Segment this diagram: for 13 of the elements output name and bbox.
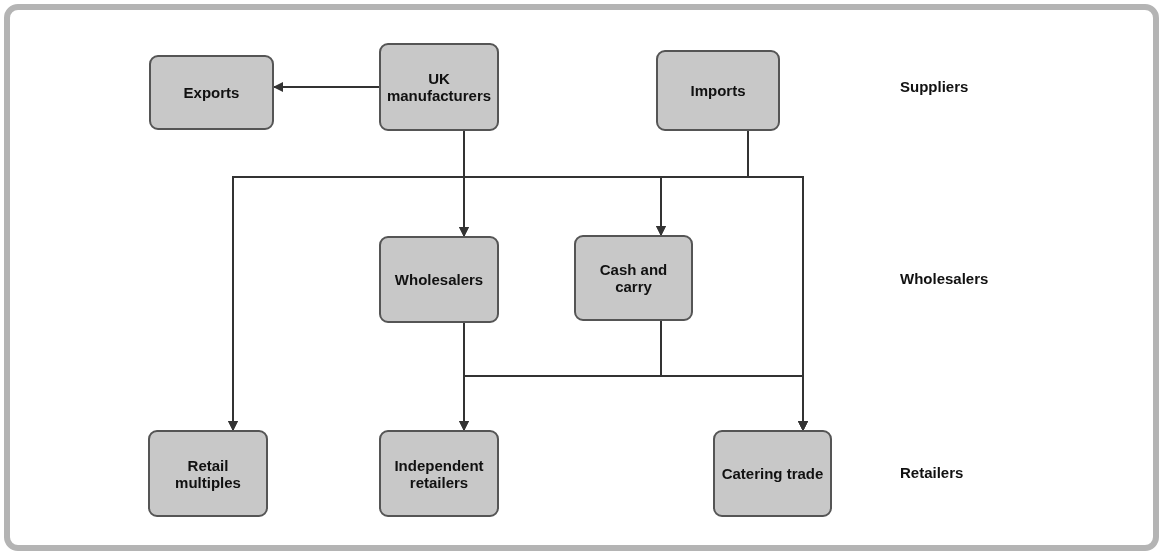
process-box: UK manufacturers (379, 43, 499, 131)
process-box: Imports (656, 50, 780, 131)
process-box: Catering trade (713, 430, 832, 517)
tier-label: Suppliers (900, 78, 969, 95)
process-box: Independent retailers (379, 430, 499, 517)
tier-label: Retailers (900, 464, 964, 481)
process-box: Wholesalers (379, 236, 499, 323)
arrow (660, 320, 808, 431)
process-box: Retail multiples (148, 430, 268, 517)
process-box: Exports (149, 55, 274, 130)
arrow (273, 82, 380, 92)
tier-label: Wholesalers (900, 270, 989, 287)
process-box: Cash and carry (574, 235, 693, 321)
